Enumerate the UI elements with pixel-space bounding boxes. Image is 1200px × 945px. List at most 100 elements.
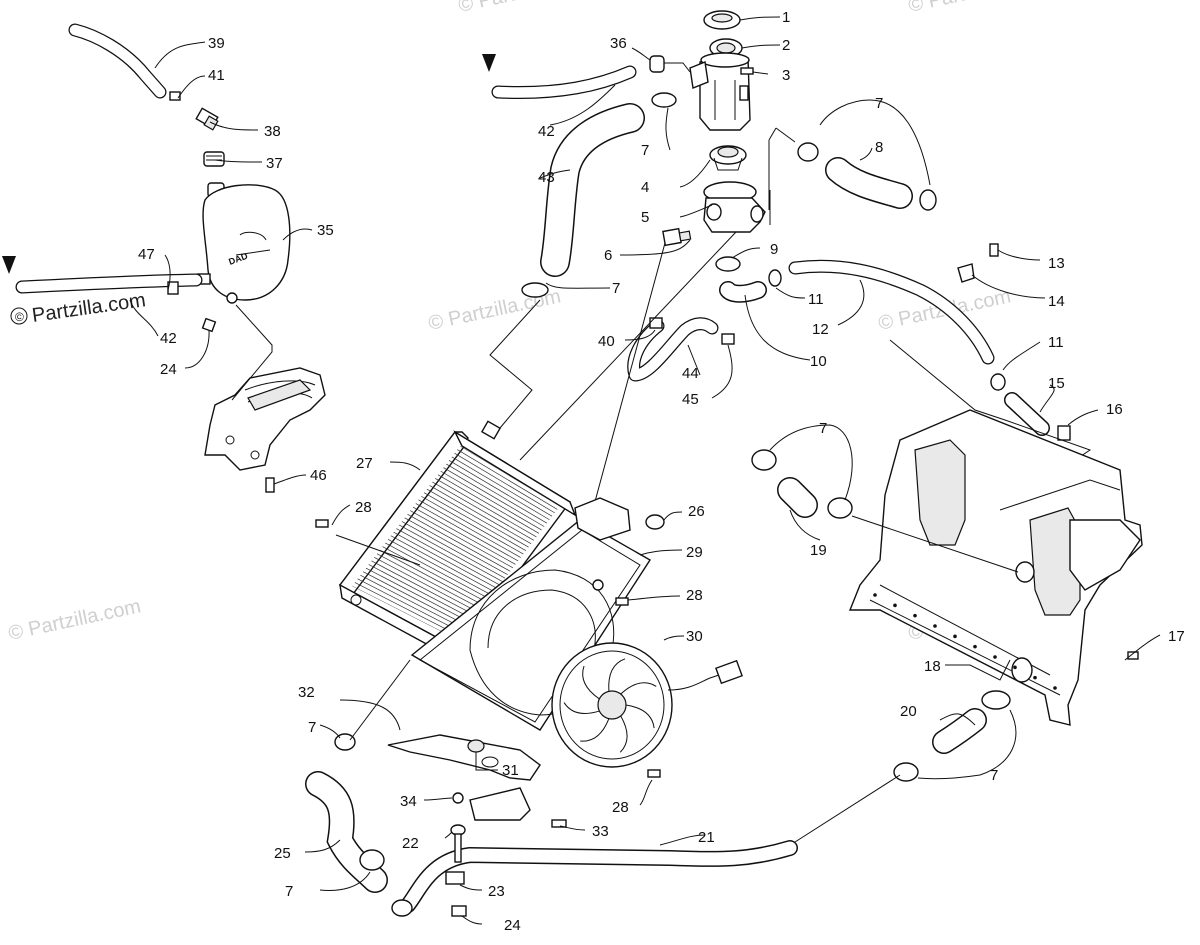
callout-30: 30 xyxy=(686,628,703,645)
radiator-fin xyxy=(437,474,540,534)
hose-15 xyxy=(1004,392,1050,436)
callout-6: 6 xyxy=(604,247,612,264)
callout-7: 7 xyxy=(819,420,827,437)
frame-rivet xyxy=(873,593,877,597)
radiator-fin xyxy=(404,517,508,576)
clip-24 xyxy=(451,905,467,917)
callout-11: 11 xyxy=(1048,334,1064,351)
clamp-9 xyxy=(715,256,741,272)
bolt-22 xyxy=(450,824,466,863)
clamp-7 xyxy=(359,849,385,871)
radiator-fin xyxy=(360,574,467,631)
callout-8: 8 xyxy=(875,139,883,156)
callout-19: 19 xyxy=(810,542,827,559)
radiator-fin xyxy=(390,535,495,593)
radiator-fin xyxy=(368,564,474,620)
clamp-45 xyxy=(721,333,735,345)
callout-18: 18 xyxy=(924,658,941,675)
callout-36: 36 xyxy=(610,35,627,52)
clamp-7 xyxy=(334,733,356,751)
fan-30 xyxy=(551,642,743,768)
pipe-end xyxy=(391,899,413,917)
thermostat-housing-lower-5 xyxy=(703,181,766,233)
grommet-26 xyxy=(645,514,665,530)
frame-rivet xyxy=(973,644,977,649)
hose-elbow-10 xyxy=(719,281,767,303)
callout-41: 41 xyxy=(208,67,225,84)
radiator-fin xyxy=(448,460,550,521)
callout-27: 27 xyxy=(356,455,373,472)
callout-5: 5 xyxy=(641,209,649,226)
radiator-fin xyxy=(429,485,532,545)
callout-42: 42 xyxy=(538,123,555,140)
grommet-31 xyxy=(467,739,485,753)
watermark: © Partzilla.com xyxy=(6,595,142,645)
clamp-7 xyxy=(919,189,937,211)
callout-47: 47 xyxy=(138,246,155,263)
radiator-fin xyxy=(418,499,521,558)
clamp-7 xyxy=(797,142,819,162)
radiator-fin xyxy=(365,567,472,624)
pipe-12 xyxy=(788,259,995,365)
hose-44 xyxy=(627,317,719,382)
callout-13: 13 xyxy=(1048,255,1065,272)
fan-blade xyxy=(625,704,655,729)
callout-31: 31 xyxy=(502,762,519,779)
radiator-fin xyxy=(382,546,487,603)
thermostat-4 xyxy=(709,145,747,171)
cap-37 xyxy=(203,151,225,167)
callout-7: 7 xyxy=(612,280,620,297)
callout-23: 23 xyxy=(488,883,505,900)
radiator-fin xyxy=(398,524,503,582)
sensor-6 xyxy=(662,227,692,247)
radiator-fin xyxy=(407,513,511,572)
callout-24: 24 xyxy=(160,361,177,378)
callout-7: 7 xyxy=(641,142,649,159)
pipe-21 xyxy=(400,840,798,913)
svg-text:©: © xyxy=(15,310,24,324)
leader-lines-left xyxy=(129,41,313,485)
radiator-fin xyxy=(396,528,501,586)
frame-18 xyxy=(848,409,1143,726)
watermark-dark: Partzilla.com xyxy=(31,289,147,327)
callout-42: 42 xyxy=(160,330,177,347)
screw-28 xyxy=(615,597,629,606)
frame-rivet xyxy=(933,624,937,628)
clamp-7 xyxy=(521,282,549,298)
callout-7: 7 xyxy=(308,719,316,736)
radiator-27 xyxy=(338,420,577,667)
callout-10: 10 xyxy=(810,353,827,370)
callout-28: 28 xyxy=(355,499,372,516)
callout-1: 1 xyxy=(782,9,790,26)
watermark: © Partzilla.com xyxy=(906,0,1042,17)
overflow-bottle-35: DAD xyxy=(197,182,291,304)
screw-17 xyxy=(1127,651,1139,660)
radiator-fin xyxy=(401,521,506,579)
clip-14 xyxy=(957,263,975,283)
hose-42-top xyxy=(491,65,637,99)
radiator-fin xyxy=(434,478,537,538)
radiator-fin xyxy=(354,582,461,637)
fan-blade xyxy=(619,715,628,753)
frame-rivet xyxy=(993,655,997,659)
frame-rivet xyxy=(913,613,917,618)
clamp-40 xyxy=(649,317,663,329)
radiator-fin xyxy=(459,446,560,507)
clamp-7 xyxy=(651,92,677,108)
callout-11: 11 xyxy=(808,291,824,308)
hose-39 xyxy=(68,23,167,99)
callout-9: 9 xyxy=(770,241,778,258)
thermostat-housing-upper xyxy=(689,52,751,131)
clamp-41 xyxy=(169,91,181,101)
callout-40: 40 xyxy=(598,333,615,350)
screw-33 xyxy=(551,819,567,828)
callout-15: 15 xyxy=(1048,375,1065,392)
radiator-fin xyxy=(373,556,480,613)
fan-blade xyxy=(620,682,657,695)
radiator-fin xyxy=(454,452,555,514)
screw-46 xyxy=(265,477,275,493)
radiator-fin xyxy=(376,553,482,610)
radiator-fin xyxy=(393,531,498,589)
callout-28: 28 xyxy=(686,587,703,604)
